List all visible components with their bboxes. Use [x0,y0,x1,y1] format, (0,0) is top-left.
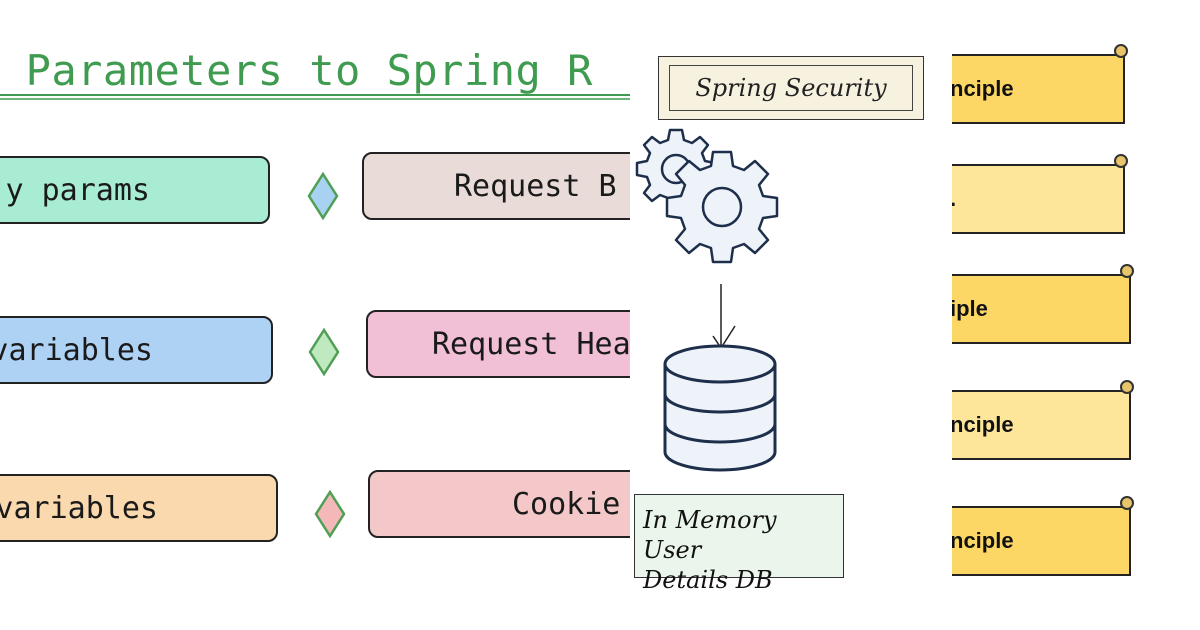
principle-scroll-2: . [952,164,1125,234]
principle-scroll-4: nciple [952,390,1131,460]
db-label-line-2: Details DB [643,566,773,594]
title-underline [0,94,630,100]
principle-scroll-1: nciple [952,54,1125,124]
principle-scroll-4-text: nciple [952,412,1014,437]
scroll-knob-2 [1114,154,1128,168]
principle-scroll-3: iple [952,274,1131,344]
request-body-label: Request B [454,168,617,204]
diagram-title: g Parameters to Spring R [0,46,593,95]
db-label-line-1: In Memory User [643,506,777,564]
principle-scroll-3-text: iple [952,296,988,321]
request-header-box: Request Hea [366,310,630,378]
in-memory-db-label: In Memory User Details DB [634,494,844,594]
connector-diamond-1 [307,172,339,220]
connector-diamond-3 [314,490,346,538]
spring-security-label: Spring Security [669,65,913,111]
request-body-box: Request B [362,152,630,220]
path-variables-box: h variables [0,316,273,384]
parameters-diagram-panel: g Parameters to Spring R y params Reques… [0,46,630,542]
principle-scroll-1-text: nciple [952,76,1014,101]
matrix-variables-box: ix variables [0,474,278,542]
principle-scroll-5-text: nciple [952,528,1014,553]
cookie-label: Cookie [512,486,621,522]
path-variables-label: h variables [0,332,153,368]
query-params-label: y params [5,172,151,208]
principles-panel: nciple . iple nciple nciple [952,0,1200,630]
scroll-knob-3 [1120,264,1134,278]
cookie-box: Cookie [368,470,630,538]
query-params-box: y params [0,156,270,224]
principle-scroll-2-text: . [952,186,956,212]
scroll-knob-5 [1120,496,1134,510]
database-icon [663,344,777,472]
spring-security-label-box: Spring Security [658,56,924,120]
connector-diamond-2 [308,328,340,376]
scroll-knob-4 [1120,380,1134,394]
matrix-variables-label: ix variables [0,490,158,526]
security-diagram-panel: Spring Security In Memory User Details D… [630,0,952,630]
scroll-knob-1 [1114,44,1128,58]
principle-scroll-5: nciple [952,506,1131,576]
request-header-label: Request Hea [432,326,630,362]
gears-icon [635,128,779,264]
